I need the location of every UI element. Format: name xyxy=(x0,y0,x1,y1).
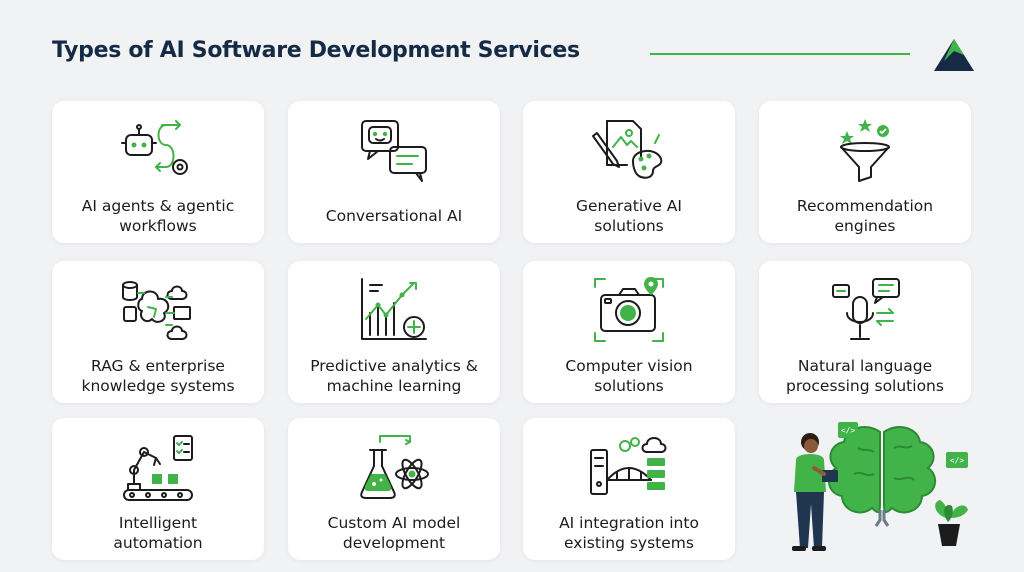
robot-agent-workflow-icon xyxy=(121,120,188,175)
card-predictive-analytics[interactable]: Predictive analytics &machine learning xyxy=(288,261,500,403)
logo-icon xyxy=(934,39,974,71)
trend-chart-icon xyxy=(361,278,427,340)
person-brain-illustration: </> </> xyxy=(792,422,968,551)
server-bridge-cloud-icon xyxy=(590,437,667,495)
brain-book-database-icon xyxy=(122,281,191,340)
microphone-speech-icon xyxy=(832,278,900,340)
card-label: Conversational AI xyxy=(325,207,463,225)
chat-bubbles-icon xyxy=(361,120,427,182)
camera-scan-icon xyxy=(594,277,664,342)
paint-palette-icon xyxy=(592,120,663,179)
flask-atom-icon xyxy=(360,435,429,499)
robot-arm-conveyor-icon xyxy=(123,435,193,501)
code-badge-2: </> xyxy=(950,456,965,465)
header: Types of AI Software Development Service… xyxy=(0,0,1024,95)
card-label: Predictive analytics &machine learning xyxy=(310,357,478,395)
card-conversational-ai[interactable]: Conversational AI xyxy=(288,101,500,243)
funnel-stars-icon xyxy=(840,119,890,182)
code-badge-1: </> xyxy=(841,426,856,435)
title-divider xyxy=(650,53,910,55)
page-title: Types of AI Software Development Service… xyxy=(52,38,580,63)
